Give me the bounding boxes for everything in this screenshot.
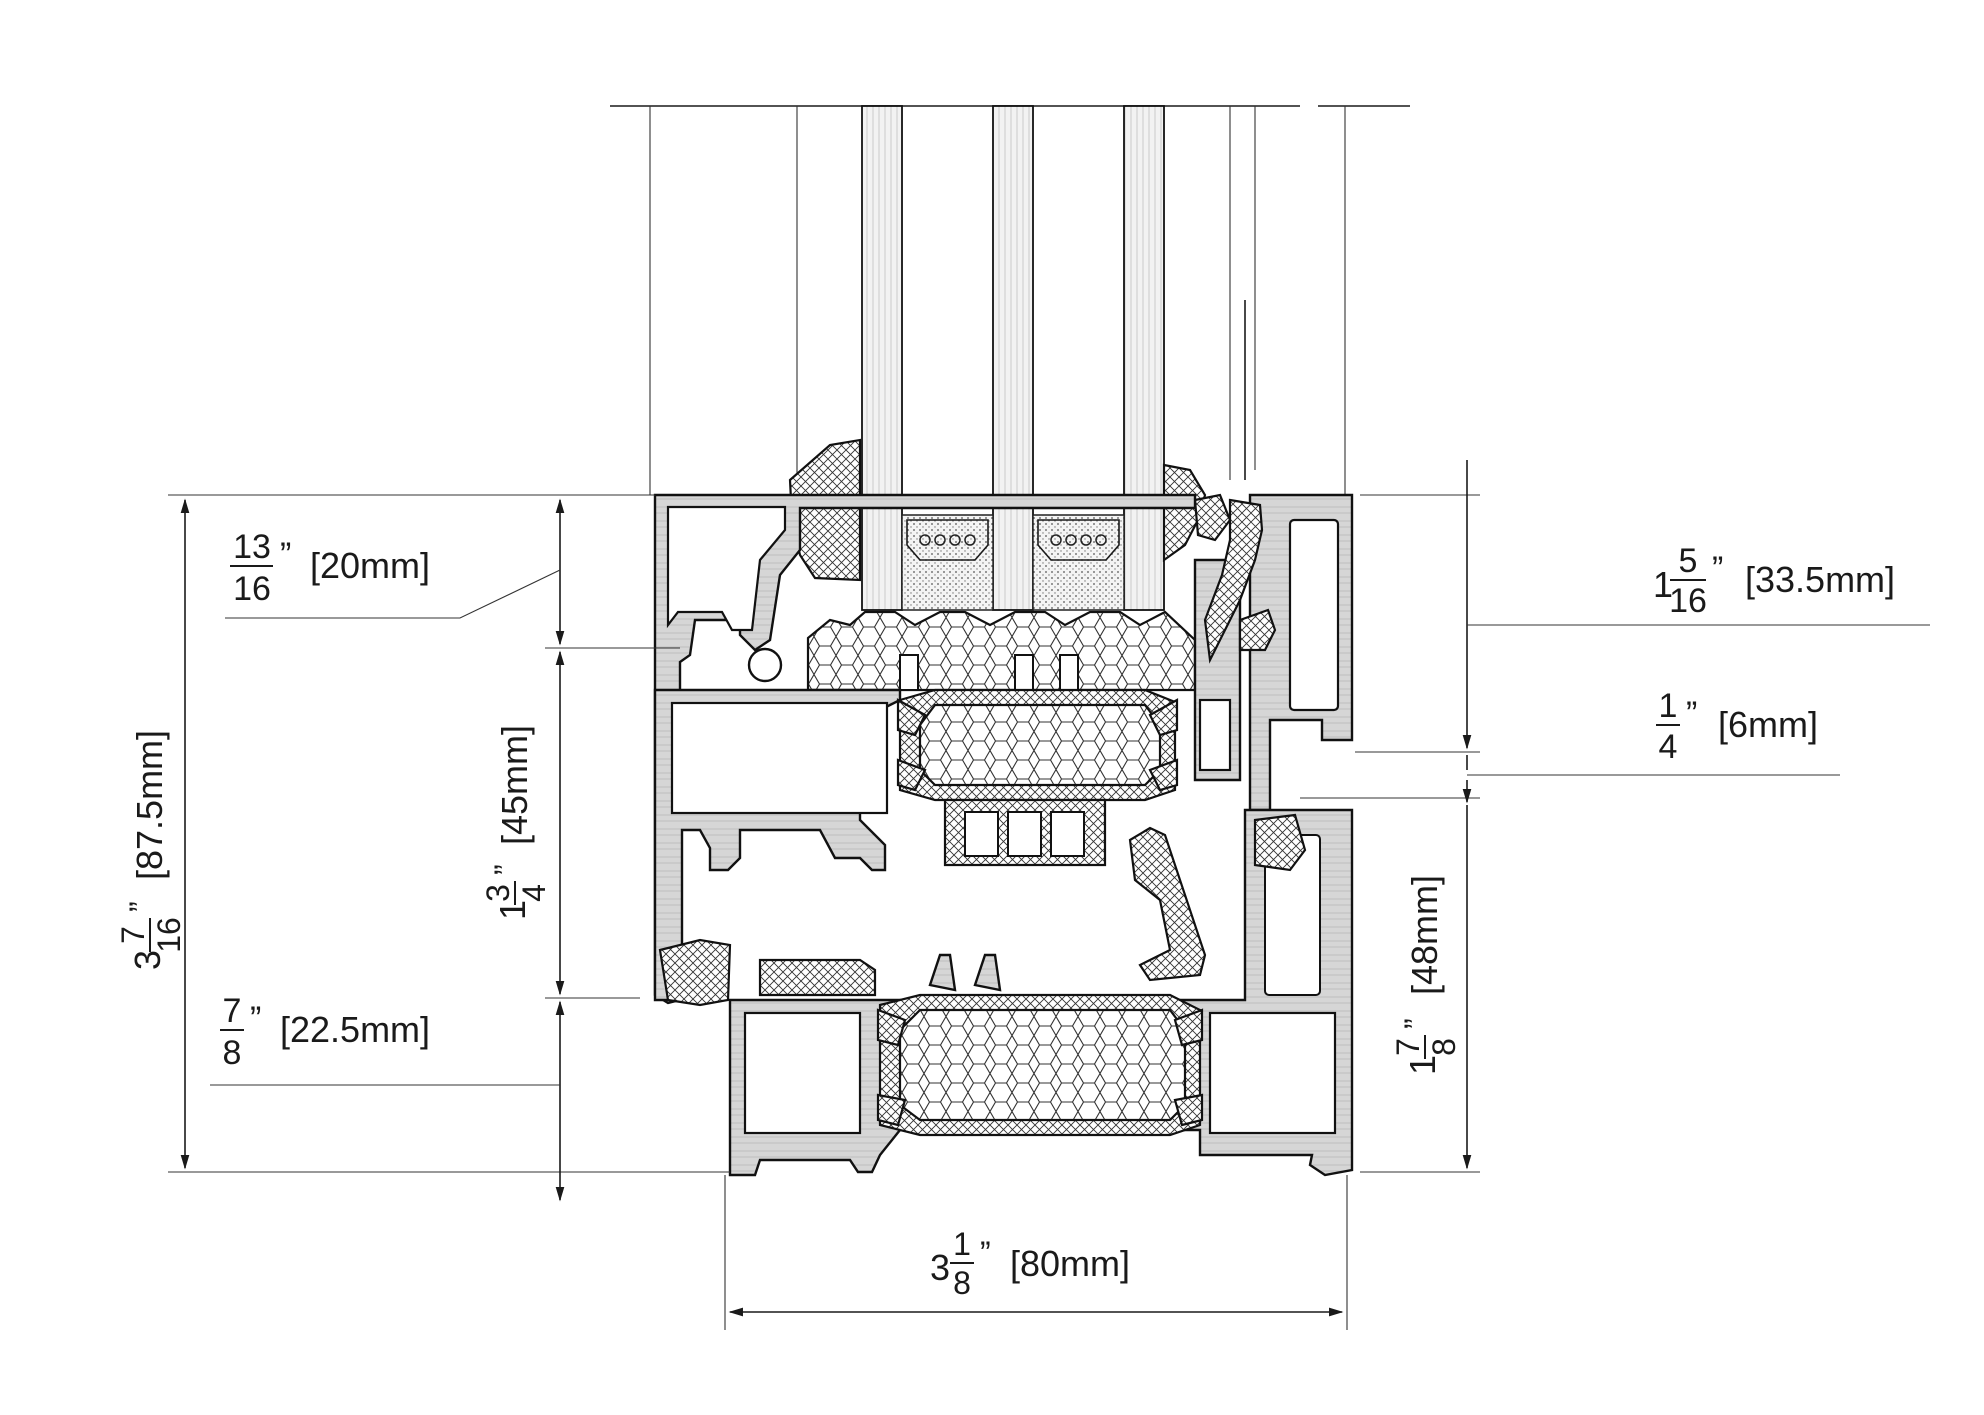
dim-bottom-gap-num: 7 — [223, 992, 242, 1030]
dim-frame-gap-den: 4 — [1659, 728, 1678, 766]
dim-frame-bottom: 1 7 8 ” [48mm] — [1390, 875, 1462, 1075]
dim-top-gap-inch: ” — [280, 536, 291, 574]
frame-insulation-foam — [898, 1008, 1187, 1122]
dim-overall-width-whole: 3 — [930, 1247, 950, 1288]
dim-bottom-gap: 7 8 ” [22.5mm] — [220, 992, 430, 1072]
dim-sash-height-whole: 1 — [492, 900, 533, 920]
dim-frame-bottom-whole: 1 — [1402, 1055, 1443, 1075]
glass-pane-1 — [861, 105, 903, 611]
glass-support-foam — [806, 610, 1197, 692]
dim-overall-height-whole: 3 — [127, 950, 168, 970]
dim-frame-gap-num: 1 — [1659, 687, 1678, 725]
sash-lower-gasket — [658, 938, 732, 1007]
dim-overall-width-mm: [80mm] — [1010, 1243, 1130, 1284]
dim-top-gap-mm: [20mm] — [310, 545, 430, 586]
sash-profile — [653, 493, 1197, 1005]
dim-frame-top-whole: 1 — [1653, 564, 1673, 605]
dim-frame-gap-inch: ” — [1686, 695, 1697, 733]
dim-frame-gap: 1 4 ” [6mm] — [1656, 687, 1818, 766]
dim-sash-height-den: 4 — [516, 884, 552, 902]
dim-frame-gap-mm: [6mm] — [1718, 704, 1818, 745]
dim-frame-top-num: 5 — [1679, 542, 1698, 580]
dim-top-gap-den: 16 — [233, 570, 271, 608]
dim-overall-width-den: 8 — [953, 1265, 971, 1301]
dim-sash-height: 1 3 4 ” [45mm] — [480, 725, 552, 920]
glass-package — [610, 105, 1410, 611]
dim-overall-width-num: 1 — [953, 1226, 971, 1262]
dim-bottom-gap-den: 8 — [223, 1034, 242, 1072]
dim-frame-bottom-inch: ” — [1398, 1018, 1434, 1029]
frame-outer-gasket — [1253, 813, 1307, 872]
dim-top-gap-num: 13 — [233, 528, 271, 566]
dim-overall-height-mm: [87.5mm] — [129, 730, 170, 880]
dim-bottom-gap-mm: [22.5mm] — [280, 1009, 430, 1050]
dim-overall-height-den: 16 — [151, 917, 187, 953]
dim-overall-width-inch: ” — [980, 1235, 991, 1271]
dim-top-gap: 13 16 ” [20mm] — [230, 528, 430, 608]
central-gasket — [1128, 826, 1207, 982]
dim-frame-top: 1 5 16 ” [33.5mm] — [1653, 542, 1895, 620]
frame-inner-gasket — [758, 958, 877, 997]
spacer-2 — [1032, 514, 1125, 611]
dim-overall-height: 3 7 16 ” [87.5mm] — [115, 730, 187, 970]
dim-overall-width: 3 1 8 ” [80mm] — [930, 1226, 1130, 1301]
dim-sash-height-mm: [45mm] — [494, 725, 535, 845]
glass-pane-2 — [992, 105, 1034, 611]
dim-frame-bottom-mm: [48mm] — [1404, 875, 1445, 995]
dim-frame-top-mm: [33.5mm] — [1745, 559, 1895, 600]
dim-frame-top-inch: ” — [1712, 550, 1723, 588]
dimension-lines — [168, 460, 1930, 1330]
dim-overall-height-inch: ” — [123, 901, 159, 912]
outer-frame-profile-upper — [1203, 493, 1354, 812]
dim-frame-top-den: 16 — [1669, 582, 1707, 620]
dim-bottom-gap-inch: ” — [250, 1000, 261, 1038]
dim-frame-bottom-den: 8 — [1426, 1038, 1462, 1056]
dim-sash-height-inch: ” — [488, 864, 524, 875]
spacer-1 — [901, 514, 994, 611]
dim-overall-height-num: 7 — [115, 926, 151, 944]
dim-frame-bottom-num: 7 — [1390, 1038, 1426, 1056]
dim-sash-height-num: 3 — [480, 884, 516, 902]
sash-insulation-foam — [918, 703, 1162, 787]
glass-pane-3 — [1123, 105, 1165, 611]
